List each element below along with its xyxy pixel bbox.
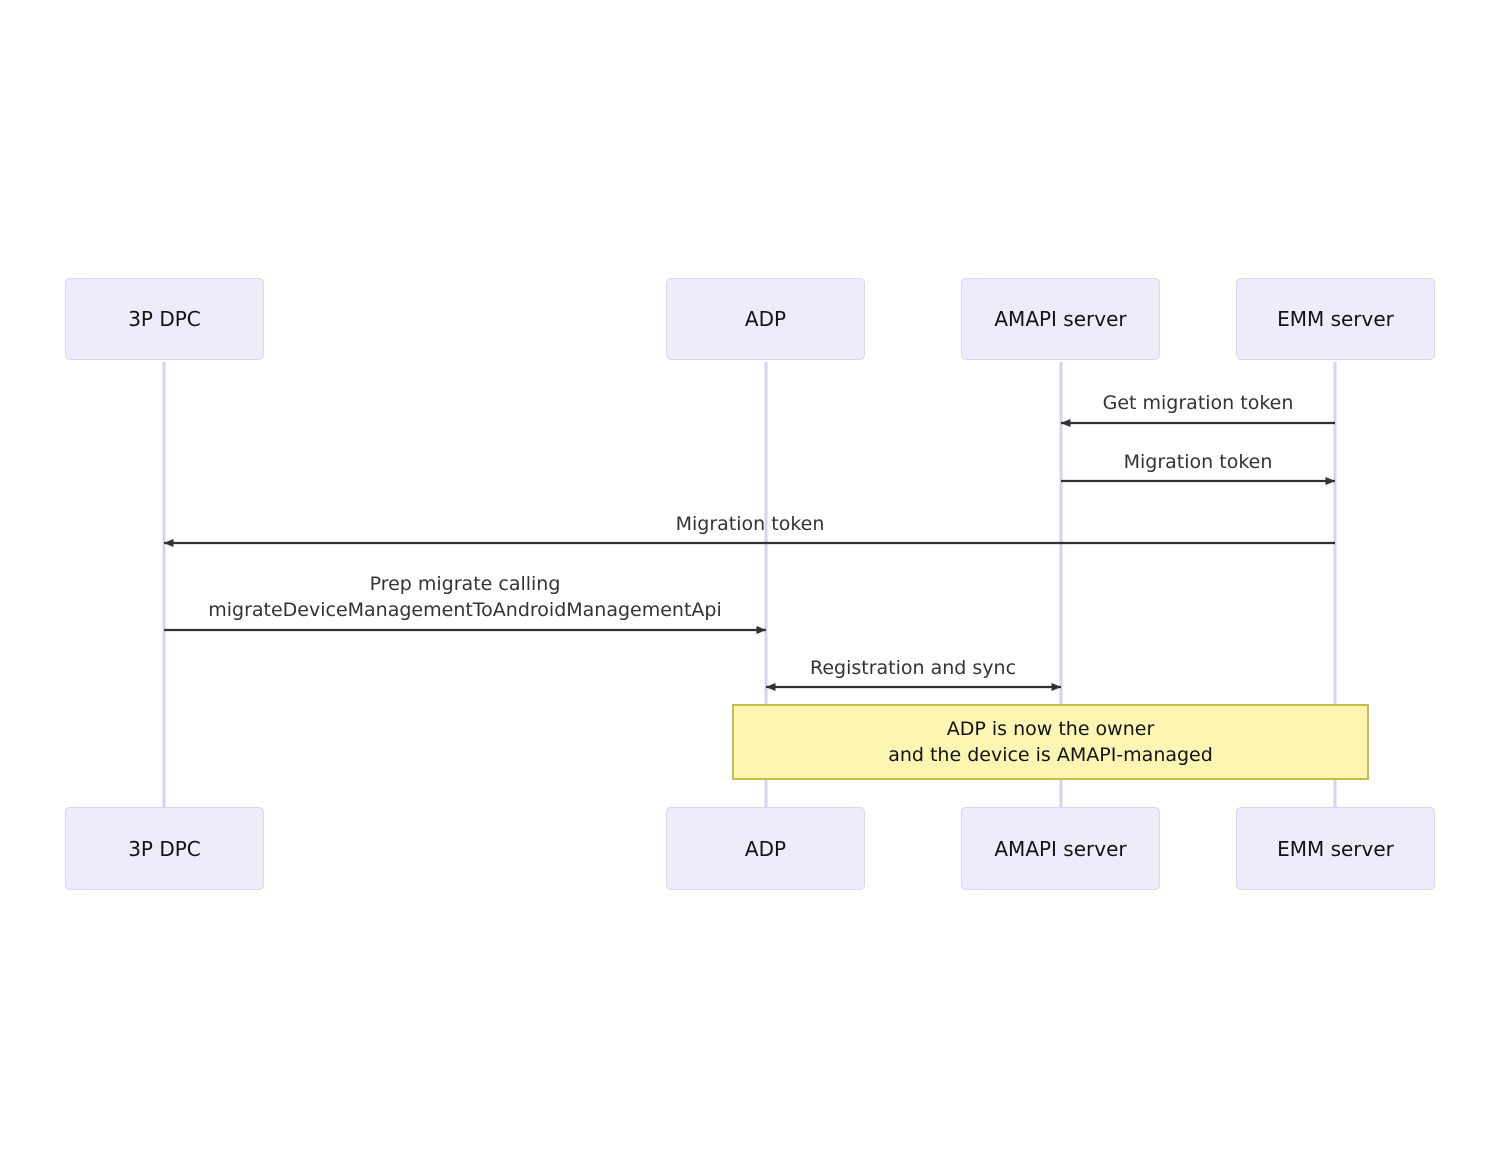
participant-box-adp-top[interactable]: ADP <box>666 278 865 360</box>
participant-label-adp: ADP <box>744 307 787 331</box>
participant-box-emm-bottom[interactable]: EMM server <box>1236 807 1435 890</box>
participant-label-dpc: 3P DPC <box>128 307 201 331</box>
participant-label-emm: EMM server <box>1277 836 1394 861</box>
participant-box-emm-top[interactable]: EMM server <box>1236 278 1435 360</box>
participant-box-amapi-top[interactable]: AMAPI server <box>961 278 1160 360</box>
participant-label-dpc: 3P DPC <box>128 836 201 861</box>
participant-label-emm: EMM server <box>1277 307 1394 331</box>
participant-label-adp: ADP <box>744 836 787 861</box>
message-label-m2: Migration token <box>1123 451 1273 473</box>
message-label-m5: Registration and sync <box>809 657 1017 679</box>
participant-label-amapi: AMAPI server <box>994 836 1127 861</box>
message-label-m1: Get migration token <box>1102 392 1294 414</box>
message-label-m4: Prep migrate calling migrateDeviceManage… <box>208 573 722 621</box>
participant-box-dpc-bottom[interactable]: 3P DPC <box>65 807 264 890</box>
participant-label-amapi: AMAPI server <box>994 307 1127 331</box>
participant-box-dpc-top[interactable]: 3P DPC <box>65 278 264 360</box>
message-label-m3: Migration token <box>675 513 825 535</box>
participant-box-amapi-bottom[interactable]: AMAPI server <box>961 807 1160 890</box>
note-text-n1: ADP is now the owner and the device is A… <box>888 717 1213 766</box>
note-box-n1: ADP is now the owner and the device is A… <box>732 704 1369 780</box>
participant-box-adp-bottom[interactable]: ADP <box>666 807 865 890</box>
